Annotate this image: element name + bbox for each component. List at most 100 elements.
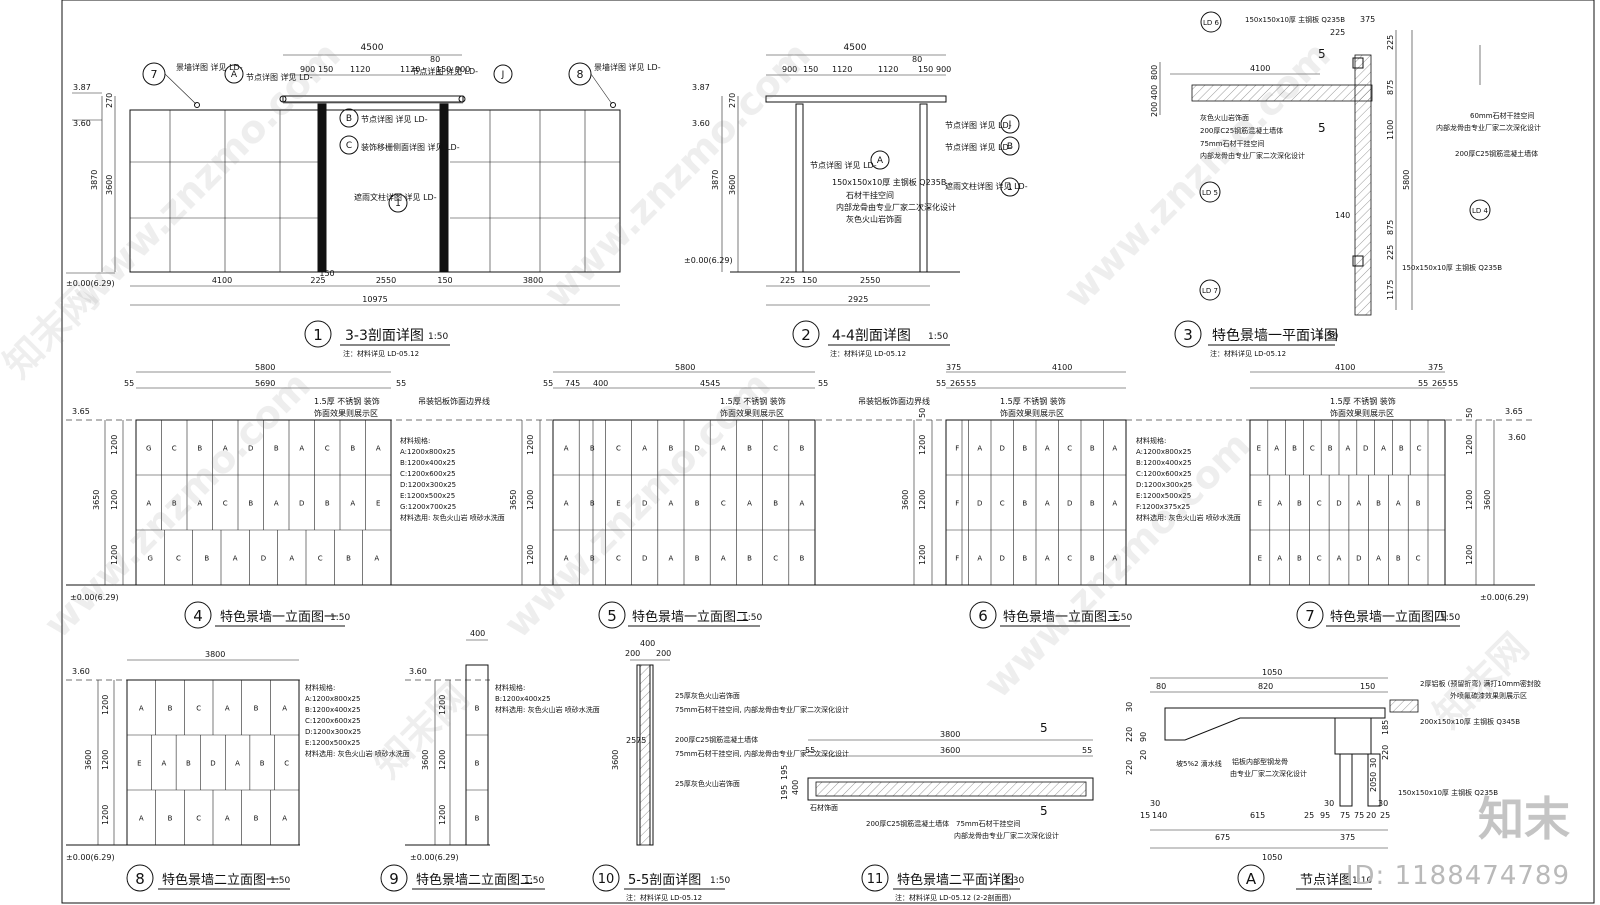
material-d8: A:1200x800x25 <box>305 695 360 703</box>
dim-dA-left: 90 <box>1139 732 1148 742</box>
title-d8: 特色景墙二立面图一 <box>162 872 279 888</box>
panel-label: B <box>1022 555 1027 563</box>
panel-label: A <box>146 500 151 508</box>
d6-header: 饰面效果则展示区 <box>1000 408 1064 418</box>
dim-d9-left: 1200 <box>438 805 447 825</box>
panel-label: B <box>590 555 595 563</box>
note-d11: 75mm石材干挂空间 <box>956 819 1021 828</box>
dim-dA-bottom: 675 <box>1215 833 1230 842</box>
panel-label: B <box>1090 445 1095 453</box>
note-d3-material: 注：材料详见 LD-05.12 <box>1210 349 1286 358</box>
dim-d4-left: 1200 <box>110 490 119 510</box>
dim-d2-bottom: 2925 <box>848 295 868 304</box>
level-d7: 3.60 <box>1508 433 1526 442</box>
panel-label: C <box>616 445 621 453</box>
d6-header: 吊装铝板饰面边界线 <box>858 396 930 406</box>
dim-dA-bottom: 95 <box>1320 811 1330 820</box>
watermark-text: www.znzmo.com <box>1055 33 1339 317</box>
panel-label: A <box>274 500 279 508</box>
panel-label: B <box>475 705 480 713</box>
panel-label: A <box>139 815 144 823</box>
panel-label: D <box>642 500 647 508</box>
note-d3: 150x150x10厚 主钢板 Q235B <box>1402 263 1502 272</box>
brand-logo: 知末 <box>1478 792 1570 846</box>
dim-d4-left: 3650 <box>92 490 101 510</box>
drawing-3-plan: 4100 800 400 200 140 375 225 225 875 110… <box>1150 11 1541 358</box>
dim-d11-left: 195 <box>780 785 789 800</box>
callout-d2: 遮雨文柱详图 详见 LD- <box>945 181 1028 191</box>
dim-d3-right: 375 <box>1360 15 1375 24</box>
panel-label: A <box>1045 555 1050 563</box>
dim-d11-top: 3600 <box>940 746 960 755</box>
material-d4: D:1200x300x25 <box>400 481 456 489</box>
note-d11: 石材饰面 <box>810 803 838 812</box>
panel-label: E <box>616 500 620 508</box>
material-d8: 材料选用: 灰色火山岩 喷砂水洗面 <box>305 749 410 758</box>
note-d11: 200厚C25钢筋混凝土墙体 <box>866 819 949 828</box>
panel-label: C <box>223 500 228 508</box>
title-d10: 5-5剖面详图 <box>628 873 701 888</box>
panel-label: D <box>1363 445 1368 453</box>
dim-d2-left: 270 <box>728 93 737 108</box>
dim-dA-bottom: 25 <box>1380 811 1390 820</box>
material-d9: 材料选用: 灰色火山岩 喷砂水洗面 <box>495 705 600 714</box>
panel-label: A <box>282 815 287 823</box>
dim-d3-right: 5800 <box>1402 170 1411 190</box>
dim-d4-top: 5800 <box>255 363 275 372</box>
panel-label: B <box>695 555 700 563</box>
level-d8: 3.60 <box>72 667 90 676</box>
panel-label: A <box>1112 500 1117 508</box>
dim-d1-seg: 1120 <box>400 65 420 74</box>
dim-d7-top: 55 <box>1448 379 1458 388</box>
material-d6: A:1200x800x25 <box>1136 448 1191 456</box>
panel-label: A <box>800 500 805 508</box>
material-d4: A:1200x800x25 <box>400 448 455 456</box>
material-d4: G:1200x700x25 <box>400 503 456 511</box>
panel-label: B <box>168 815 173 823</box>
dim-d2-top: 4500 <box>844 43 867 53</box>
dim-d1-seg: 80 <box>430 55 440 64</box>
dim-d6-left: 1200 <box>918 435 927 455</box>
material-d9: B:1200x400x25 <box>495 695 551 703</box>
dim-d5-left: 1200 <box>526 435 535 455</box>
d5-header: 1.5厚 不锈钢 装饰 <box>720 396 786 406</box>
panel-label: B <box>254 815 259 823</box>
dim-dA-left: 20 <box>1139 750 1148 760</box>
d4-header: 1.5厚 不锈钢 装饰 <box>314 396 380 406</box>
dim-d2-left: 3870 <box>711 170 720 190</box>
note-d10: 25厚灰色火山岩饰面 <box>675 779 740 788</box>
dim-d2-seg: 150 <box>918 65 933 74</box>
title-d1: 3-3剖面详图 <box>345 328 424 344</box>
dim-d3-left: 140 <box>1335 211 1350 220</box>
panel-label: D <box>210 760 215 768</box>
dim-d2-bottom: 150 <box>802 276 817 285</box>
note-dA: 坡5%2 滴水线 <box>1176 759 1222 768</box>
dim-dA-left: 220 <box>1125 760 1134 775</box>
callout-d2: 节点详图 详见 LD- <box>945 120 1012 130</box>
dim-d3-right: 225 <box>1386 245 1395 260</box>
callout-d2: 节点详图 详见 LD- <box>810 160 877 170</box>
callout-d1: 景墙详图 详见 LD- <box>176 62 243 72</box>
panel-label: A <box>161 760 166 768</box>
callout-d1: 节点详图 详见 LD- <box>411 66 478 76</box>
material-d4: C:1200x600x25 <box>400 470 456 478</box>
dim-d5-top: 400 <box>593 379 608 388</box>
dim-d10-top: 200 <box>625 649 640 658</box>
panel-label: C <box>284 760 289 768</box>
level-d2: 3.87 <box>692 83 710 92</box>
scale-d7: 1:50 <box>1440 613 1460 623</box>
d7-header: 饰面效果则展示区 <box>1330 408 1394 418</box>
dim-d3-left: 200 <box>1150 102 1159 117</box>
material-d6: 材料选用: 灰色火山岩 喷砂水洗面 <box>1136 513 1241 522</box>
panel-label: G <box>146 445 151 453</box>
dim-d3-right: 225 <box>1330 28 1345 37</box>
dim-d3-right: 875 <box>1386 220 1395 235</box>
dim-d3-left: 4100 <box>1250 64 1270 73</box>
dim-d1-bottom: 4100 <box>212 276 232 285</box>
title-num-d7: 7 <box>1305 607 1315 625</box>
dim-d3-right: 875 <box>1386 80 1395 95</box>
panel-label: A <box>642 445 647 453</box>
dim-dA-right: 185 <box>1381 720 1390 735</box>
note-d10: 200厚C25钢筋混凝土墙体 <box>675 735 758 744</box>
